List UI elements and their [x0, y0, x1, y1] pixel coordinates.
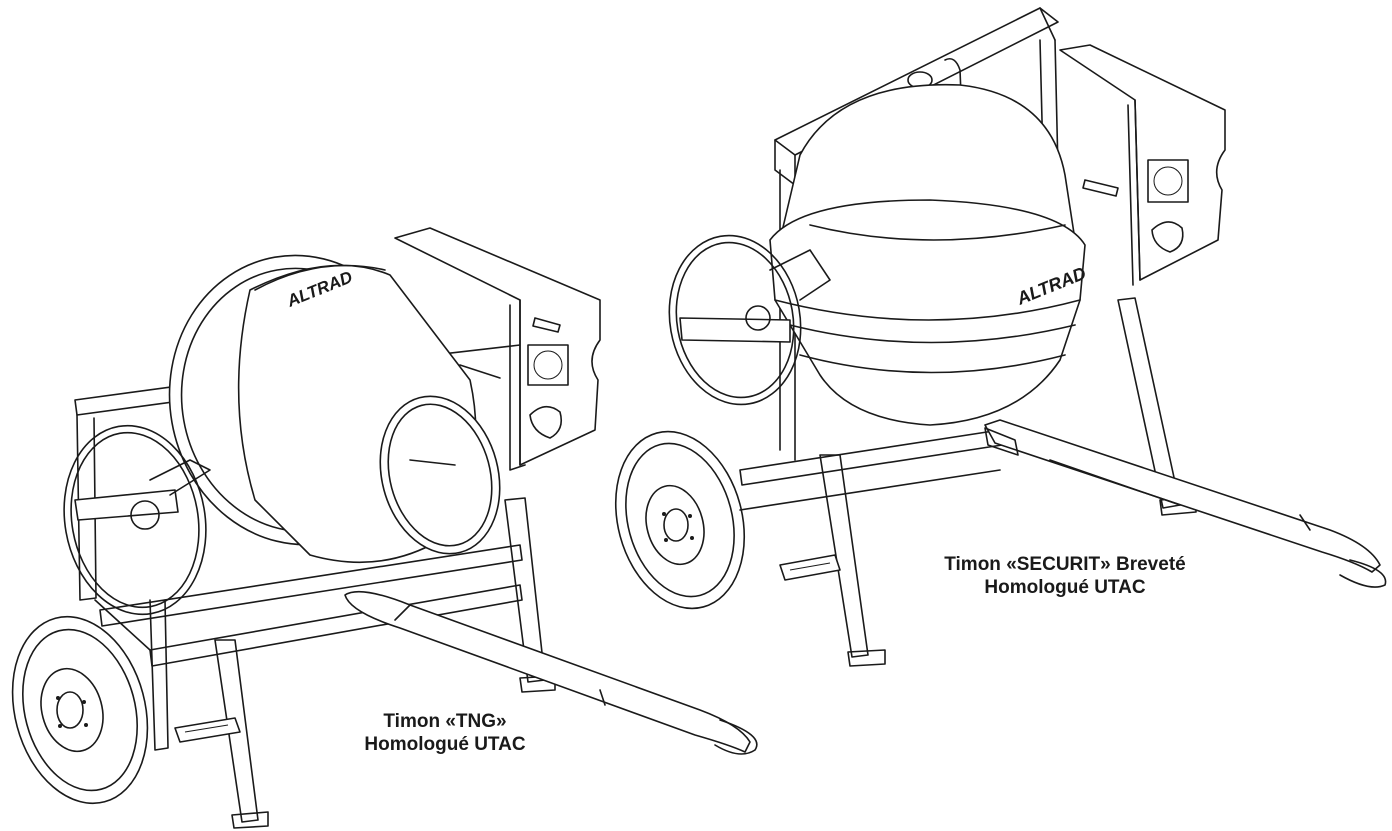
right-mixer: ALTRAD	[614, 7, 1387, 667]
left-drum: ALTRAD	[168, 254, 501, 564]
right-handwheel	[668, 234, 831, 406]
caption-securit-line1: Timon «SECURIT» Breveté	[944, 554, 1186, 575]
caption-securit-line2: Homologué UTAC	[984, 577, 1146, 598]
left-mixer: ALTRAD	[11, 227, 758, 829]
caption-securit: Timon «SECURIT» Breveté Homologué UTAC	[910, 553, 1220, 599]
left-handwheel	[63, 424, 211, 616]
right-wheel	[614, 430, 746, 610]
caption-tng-line1: Timon «TNG»	[383, 711, 507, 732]
right-drum: ALTRAD	[769, 83, 1089, 426]
right-motor-housing	[1059, 44, 1226, 286]
left-tow-bar	[344, 590, 758, 755]
caption-tng: Timon «TNG» Homologué UTAC	[320, 710, 570, 756]
left-motor-housing	[394, 227, 601, 471]
caption-tng-line2: Homologué UTAC	[364, 734, 526, 755]
left-wheel	[11, 615, 149, 805]
right-tow-bar	[984, 419, 1387, 588]
